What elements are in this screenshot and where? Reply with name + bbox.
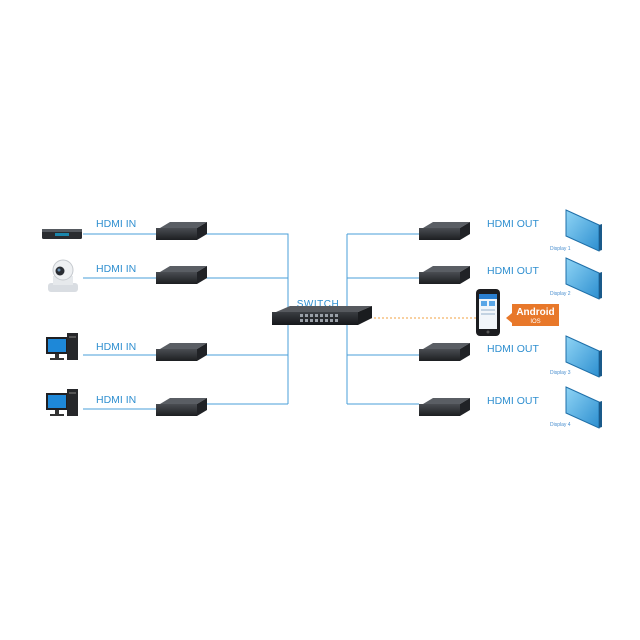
input-label-1: HDMI IN bbox=[96, 218, 136, 230]
output-label-3: HDMI OUT bbox=[487, 343, 539, 355]
display-icon bbox=[565, 257, 602, 300]
display-label-1: Display 1 bbox=[550, 246, 571, 252]
receiver-box bbox=[419, 222, 470, 240]
display-label-2: Display 2 bbox=[550, 291, 571, 297]
input-label-4: HDMI IN bbox=[96, 394, 136, 406]
receiver-box bbox=[419, 343, 470, 361]
transmitter-box bbox=[156, 266, 207, 284]
display-label-4: Display 4 bbox=[550, 422, 571, 428]
input-link-1 bbox=[83, 233, 289, 404]
media-player-icon bbox=[42, 229, 82, 239]
display-icon bbox=[565, 386, 602, 429]
input-link-4 bbox=[83, 403, 288, 410]
desktop-computer-icon bbox=[46, 389, 78, 416]
output-label-1: HDMI OUT bbox=[487, 218, 539, 230]
transmitter-box bbox=[156, 343, 207, 361]
display-label-3: Display 3 bbox=[550, 370, 571, 376]
switch-label: SWITCH bbox=[297, 299, 339, 310]
input-label-2: HDMI IN bbox=[96, 263, 136, 275]
receiver-box bbox=[419, 266, 470, 284]
input-label-3: HDMI IN bbox=[96, 341, 136, 353]
transmitter-box bbox=[156, 398, 207, 416]
smartphone-icon bbox=[476, 289, 500, 336]
transmitter-box bbox=[156, 222, 207, 240]
app-badge bbox=[506, 304, 559, 326]
desktop-computer-icon bbox=[46, 333, 78, 360]
ptz-camera-icon bbox=[48, 259, 78, 292]
connection-lines bbox=[83, 233, 419, 410]
display-icon bbox=[565, 335, 602, 378]
output-label-4: HDMI OUT bbox=[487, 395, 539, 407]
network-switch-icon bbox=[272, 306, 372, 325]
display-icon bbox=[565, 209, 602, 252]
app-title: Android bbox=[516, 307, 554, 318]
receiver-box bbox=[419, 398, 470, 416]
output-label-2: HDMI OUT bbox=[487, 265, 539, 277]
app-subtitle: IOS bbox=[530, 319, 540, 325]
